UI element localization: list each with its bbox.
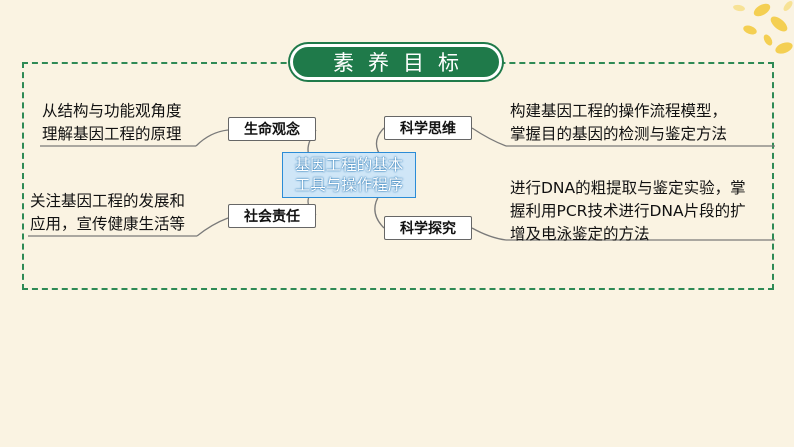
text-line: 构建基因工程的操作流程模型，	[510, 102, 728, 120]
text-line: 增及电泳鉴定的方法	[510, 225, 650, 243]
left-text-1: 从结构与功能观角度 理解基因工程的原理	[42, 100, 182, 146]
flower-decoration	[733, 1, 793, 54]
text-line: 从结构与功能观角度	[42, 102, 182, 120]
center-line: 基因工程的基本	[294, 156, 404, 174]
tag-life-concept: 生命观念	[228, 117, 316, 141]
section-title: 素养目标	[290, 44, 502, 80]
right-text-2: 进行DNA的粗提取与鉴定实验，掌 握利用PCR技术进行DNA片段的扩 增及电泳鉴…	[510, 177, 746, 246]
center-topic: 基因工程的基本 工具与操作程序	[282, 152, 416, 198]
text-line: 进行DNA的粗提取与鉴定实验，掌	[510, 179, 746, 197]
text-line: 关注基因工程的发展和	[30, 192, 186, 210]
text-line: 理解基因工程的原理	[42, 125, 182, 143]
right-text-1: 构建基因工程的操作流程模型， 掌握目的基因的检测与鉴定方法	[510, 100, 727, 146]
tag-social-responsibility: 社会责任	[228, 204, 316, 228]
tag-scientific-inquiry: 科学探究	[384, 216, 472, 240]
center-line: 工具与操作程序	[294, 176, 404, 194]
tag-scientific-thinking: 科学思维	[384, 116, 472, 140]
text-line: 应用，宣传健康生活等	[30, 215, 186, 233]
left-text-2: 关注基因工程的发展和 应用，宣传健康生活等	[30, 190, 185, 236]
text-line: 握利用PCR技术进行DNA片段的扩	[510, 202, 746, 220]
text-line: 掌握目的基因的检测与鉴定方法	[510, 125, 728, 143]
